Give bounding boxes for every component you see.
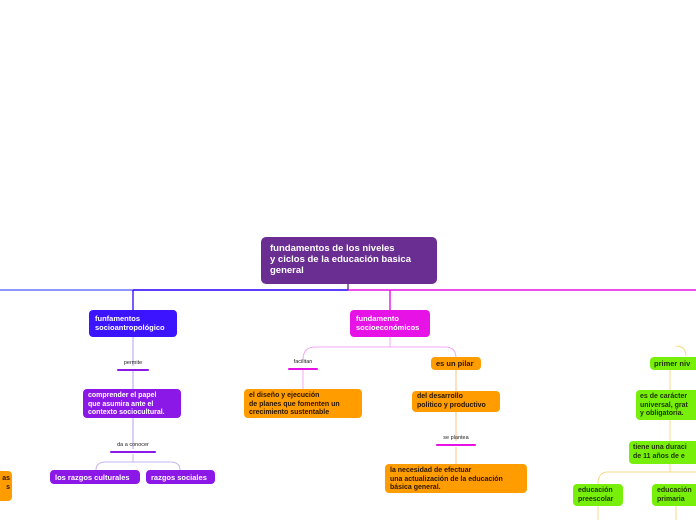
node-socioantropologico[interactable]: funfamentos socioantropológico (89, 310, 177, 337)
node-educacion-preescolar[interactable]: educación preescolar (573, 484, 623, 506)
underline-da-a-conocer (110, 451, 156, 453)
node-educacion-primaria[interactable]: educación primaria (652, 484, 696, 506)
underline-facilitan (288, 368, 318, 370)
node-caracter-universal[interactable]: es de carácter universal, grat y obligat… (636, 390, 696, 420)
node-es-un-pilar[interactable]: es un pilar (431, 357, 481, 370)
node-duracion[interactable]: tiene una duraci de 11 años de e (629, 441, 696, 464)
node-cut-left[interactable]: as s (0, 471, 12, 501)
connector-primer-nivel (675, 345, 687, 357)
node-razgos-sociales[interactable]: razgos sociales (146, 470, 215, 484)
underline-se-plantea (436, 444, 476, 446)
node-razgos-culturales[interactable]: los razgos culturales (50, 470, 140, 484)
node-primer-nivel[interactable]: primer niv (650, 357, 696, 370)
node-diseno-ejecucion[interactable]: el diseño y ejecución de planes que fome… (244, 389, 362, 418)
node-desarrollo-politico[interactable]: del desarrollo politico y productivo (412, 391, 500, 412)
label-facilitan: facilitan (293, 359, 313, 365)
label-se-plantea: se plantea (443, 435, 469, 441)
label-da-a-conocer: da a conocer (117, 442, 149, 448)
root-node[interactable]: fundamentos de los niveles y ciclos de l… (261, 237, 437, 284)
node-necesidad-actualizacion[interactable]: la necesidad de efectuar una actualizaci… (385, 464, 527, 493)
node-socioeconomicos[interactable]: fundamento socioeconómicos (350, 310, 430, 337)
node-comprender-papel[interactable]: comprender el papel que asumira ante el … (83, 389, 181, 418)
underline-permite (117, 369, 149, 371)
label-permite: permite (123, 360, 143, 366)
